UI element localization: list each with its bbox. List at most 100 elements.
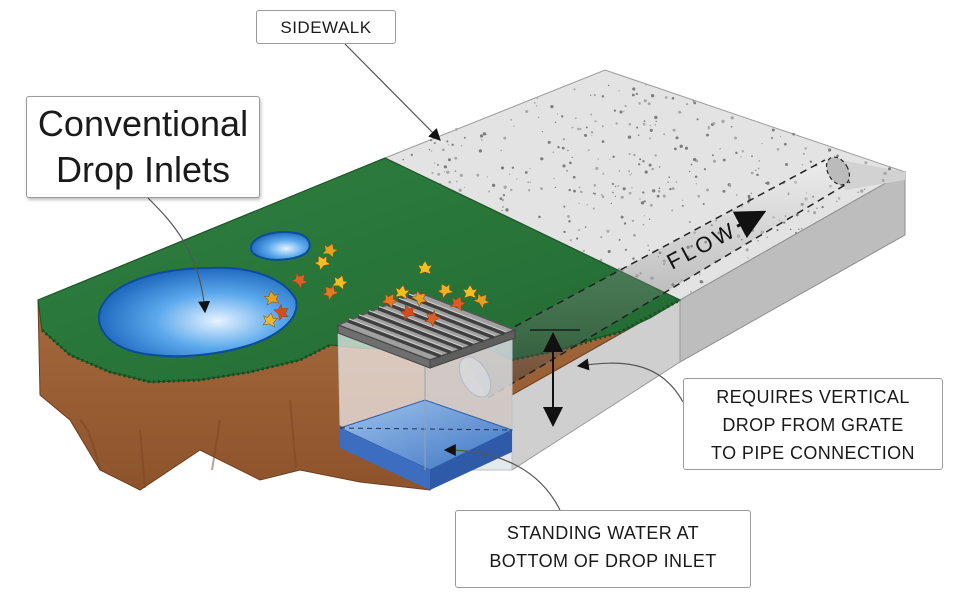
grate-bar-highlight bbox=[368, 310, 464, 348]
concrete-speck bbox=[703, 168, 707, 171]
leaf bbox=[417, 260, 433, 275]
concrete-speck bbox=[593, 93, 596, 97]
concrete-speck bbox=[837, 197, 841, 200]
concrete-speck bbox=[655, 120, 657, 123]
concrete-speck bbox=[638, 163, 641, 166]
grate-slot bbox=[387, 302, 484, 343]
vertical-drop-dimension bbox=[530, 329, 580, 427]
concrete-speck bbox=[628, 152, 631, 156]
concrete-speck bbox=[443, 171, 446, 173]
concrete-speck bbox=[463, 136, 466, 139]
concrete-speck bbox=[447, 158, 451, 162]
standing-water-line-1: STANDING WATER AT bbox=[506, 523, 700, 543]
concrete-speck bbox=[730, 125, 733, 128]
concrete-speck bbox=[579, 128, 582, 130]
concrete-speck bbox=[881, 178, 885, 182]
concrete-speck bbox=[536, 97, 539, 100]
concrete-speck bbox=[651, 167, 654, 171]
concrete-speck bbox=[638, 102, 641, 105]
concrete-speck bbox=[776, 229, 779, 232]
concrete-speck bbox=[565, 169, 569, 172]
concrete-speck bbox=[503, 185, 507, 189]
leaf bbox=[472, 292, 490, 310]
concrete-speck bbox=[658, 166, 661, 168]
concrete-speck bbox=[627, 135, 632, 139]
concrete-speck bbox=[669, 187, 672, 191]
concrete-speck bbox=[649, 203, 653, 207]
concrete-speck bbox=[578, 186, 581, 189]
concrete-speck bbox=[706, 188, 709, 192]
leaf bbox=[410, 290, 428, 308]
concrete-speck bbox=[734, 136, 737, 140]
concrete-speck bbox=[568, 220, 571, 223]
concrete-speck bbox=[618, 170, 621, 172]
concrete-speck bbox=[690, 291, 692, 293]
concrete-speck bbox=[863, 188, 866, 190]
title-line-2: Drop Inlets bbox=[55, 149, 231, 190]
concrete-speck bbox=[740, 156, 742, 158]
concrete-speck bbox=[766, 236, 769, 239]
vertical-drop-line-3: TO PIPE CONNECTION bbox=[711, 443, 915, 463]
concrete-speck bbox=[779, 135, 782, 138]
concrete-speck bbox=[807, 210, 810, 213]
grate-bar-highlight bbox=[358, 314, 453, 351]
concrete-speck bbox=[694, 175, 698, 179]
concrete-speck bbox=[571, 156, 573, 159]
concrete-speck bbox=[857, 191, 860, 194]
concrete-speck bbox=[569, 161, 572, 165]
concrete-speck bbox=[572, 175, 576, 179]
concrete-speck bbox=[647, 102, 651, 106]
concrete-speck bbox=[816, 207, 818, 209]
leaves bbox=[262, 242, 490, 328]
concrete-speck bbox=[684, 146, 689, 150]
concrete-speck bbox=[702, 202, 705, 206]
concrete-speck bbox=[482, 132, 487, 136]
concrete-speck bbox=[612, 155, 615, 158]
concrete-speck bbox=[606, 229, 610, 233]
concrete-speck bbox=[754, 169, 757, 172]
concrete-speck bbox=[648, 218, 651, 220]
concrete-speck bbox=[505, 208, 509, 212]
concrete-speck bbox=[623, 110, 625, 113]
concrete-speck bbox=[864, 161, 868, 165]
concrete-speck bbox=[569, 239, 572, 242]
pond-large bbox=[98, 266, 298, 358]
concrete-speck bbox=[601, 95, 605, 98]
concrete-speck bbox=[630, 173, 633, 175]
concrete-speck bbox=[631, 187, 633, 189]
concrete-speck bbox=[481, 139, 483, 141]
concrete-speck bbox=[712, 159, 717, 163]
concrete-speck bbox=[644, 170, 648, 174]
concrete-speck bbox=[633, 153, 636, 157]
grate-slot bbox=[397, 298, 495, 340]
concrete-speck bbox=[747, 257, 749, 259]
concrete-speck bbox=[455, 128, 458, 131]
leaf bbox=[436, 283, 454, 299]
concrete-speck bbox=[696, 118, 699, 121]
concrete-speck bbox=[654, 115, 658, 120]
concrete-speck bbox=[552, 151, 555, 154]
concrete-speck bbox=[643, 99, 647, 103]
concrete-speck bbox=[757, 167, 760, 170]
leaf bbox=[399, 304, 417, 321]
concrete-speck bbox=[593, 184, 597, 187]
leaf bbox=[264, 290, 280, 306]
concrete-speck bbox=[600, 193, 603, 196]
concrete-speck bbox=[673, 147, 677, 151]
concrete-speck bbox=[656, 194, 660, 198]
grate-bar-highlight bbox=[378, 306, 474, 344]
concrete-speck bbox=[454, 156, 458, 160]
concrete-speck bbox=[454, 170, 457, 172]
concrete-speck bbox=[697, 194, 701, 198]
concrete-speck bbox=[675, 181, 678, 183]
concrete-speck bbox=[623, 222, 627, 225]
concrete-speck bbox=[448, 180, 452, 184]
concrete-speck bbox=[478, 149, 483, 153]
concrete-speck bbox=[747, 194, 751, 198]
sidewalk-label: SIDEWALK bbox=[256, 10, 396, 44]
concrete-speck bbox=[712, 122, 716, 125]
concrete-speck bbox=[561, 115, 564, 118]
concrete-speck bbox=[592, 207, 595, 210]
concrete-speck bbox=[597, 158, 599, 160]
